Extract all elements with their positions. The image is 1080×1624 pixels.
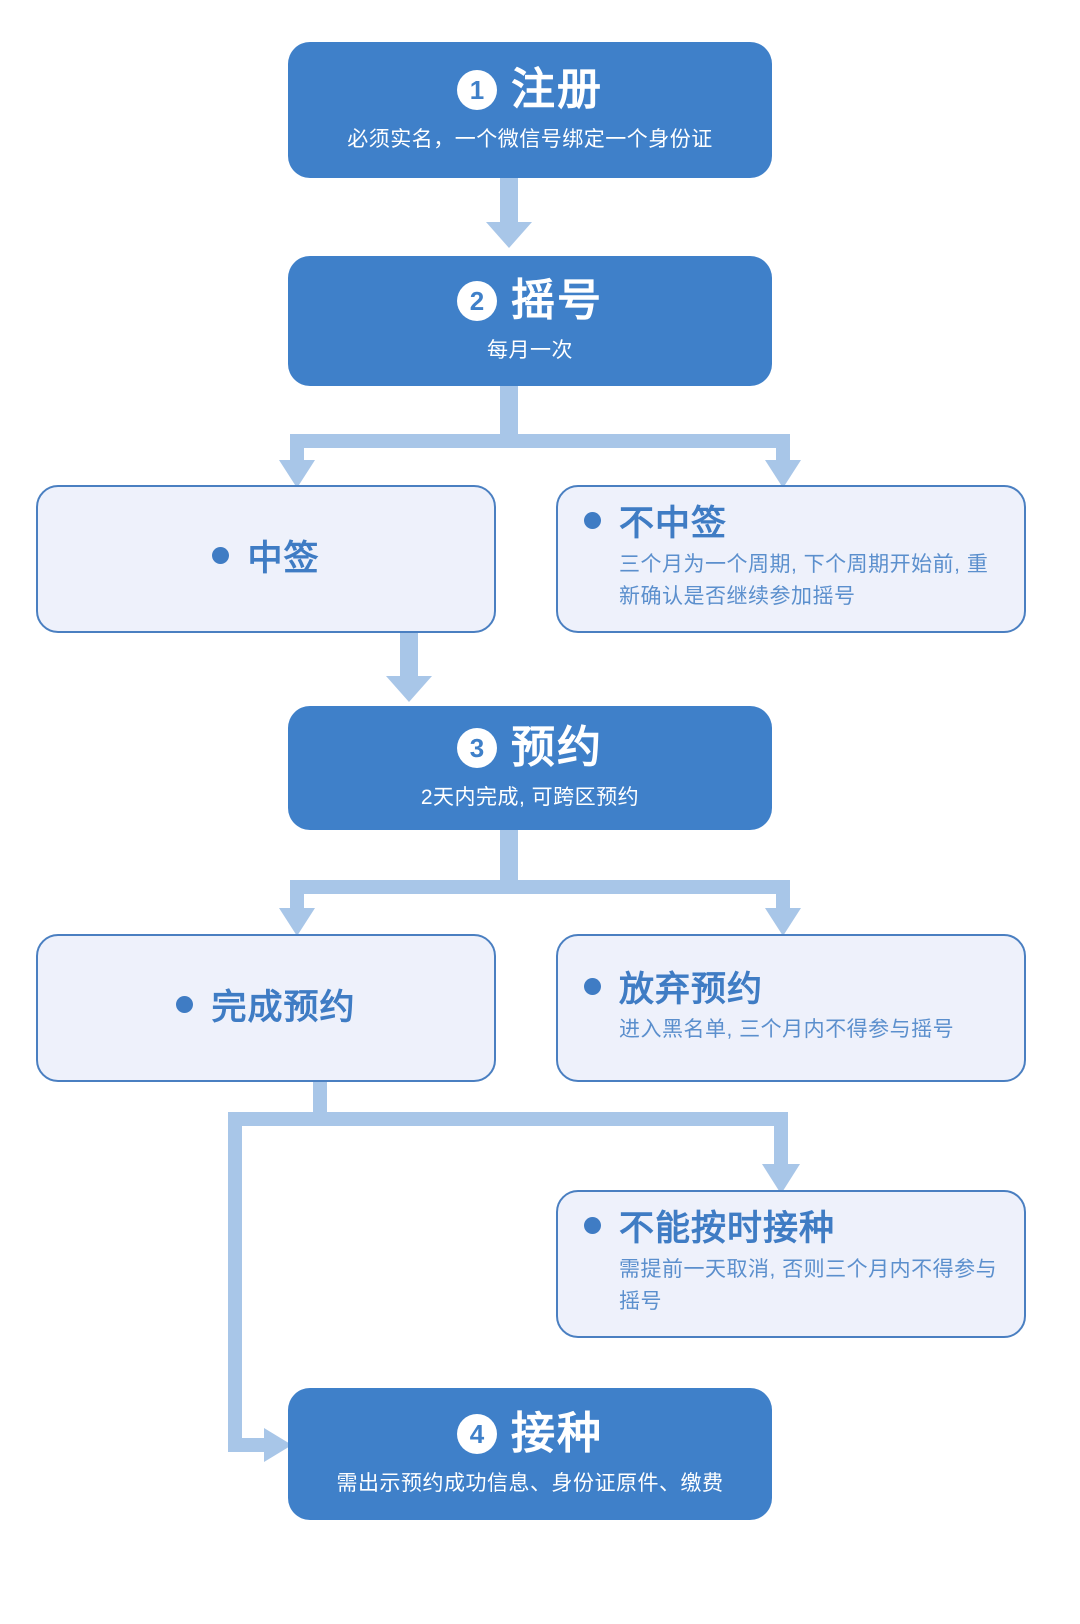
step-lottery-title-row: 2 摇号 bbox=[457, 275, 603, 325]
outcome-not-won-head: 不中签 bbox=[584, 504, 998, 544]
step-register-title-row: 1 注册 bbox=[457, 64, 603, 114]
outcome-won-title: 中签 bbox=[247, 538, 320, 578]
outcome-missed-head: 不能按时接种 bbox=[584, 1209, 998, 1249]
arrow-appointment-branch bbox=[279, 830, 801, 936]
step-number-badge-2: 2 bbox=[457, 280, 497, 321]
step-vaccination-title-row: 4 接种 bbox=[457, 1408, 603, 1458]
outcome-not-won-desc: 三个月为一个周期, 下个周期开始前, 重新确认是否继续参加摇号 bbox=[619, 552, 989, 609]
outcome-completed-head: 完成预约 bbox=[176, 988, 355, 1028]
step-number-badge-3: 3 bbox=[457, 727, 497, 768]
outcome-box-not-won[interactable]: 不中签 三个月为一个周期, 下个周期开始前, 重新确认是否继续参加摇号 bbox=[556, 485, 1026, 633]
arrow-won-to-appointment bbox=[386, 632, 432, 702]
step-vaccination-title: 接种 bbox=[511, 1408, 603, 1458]
outcome-missed-title: 不能按时接种 bbox=[619, 1209, 836, 1249]
bullet-icon bbox=[176, 995, 194, 1013]
step-appointment-desc: 2天内完成, 可跨区预约 bbox=[420, 786, 640, 810]
arrow-lottery-branch bbox=[279, 385, 801, 488]
step-box-appointment[interactable]: 3 预约 2天内完成, 可跨区预约 bbox=[288, 706, 772, 830]
step-box-lottery[interactable]: 2 摇号 每月一次 bbox=[288, 256, 772, 386]
step-number-badge-4: 4 bbox=[457, 1413, 497, 1454]
bullet-icon bbox=[584, 977, 601, 995]
outcome-not-won-title: 不中签 bbox=[619, 504, 728, 544]
step-box-vaccination[interactable]: 4 接种 需出示预约成功信息、身份证原件、缴费 bbox=[288, 1388, 772, 1520]
outcome-box-abandoned[interactable]: 放弃预约 进入黑名单, 三个月内不得参与摇号 bbox=[556, 934, 1026, 1082]
outcome-completed-title: 完成预约 bbox=[211, 987, 356, 1027]
outcome-abandoned-desc: 进入黑名单, 三个月内不得参与摇号 bbox=[619, 1017, 955, 1041]
outcome-box-completed[interactable]: 完成预约 bbox=[36, 934, 496, 1082]
bullet-icon bbox=[212, 546, 230, 564]
step-register-desc: 必须实名，一个微信号绑定一个身份证 bbox=[347, 128, 713, 152]
outcome-missed-desc: 需提前一天取消, 否则三个月内不得参与摇号 bbox=[619, 1257, 998, 1314]
bullet-icon bbox=[584, 512, 601, 530]
bullet-icon bbox=[584, 1217, 601, 1235]
step-register-title: 注册 bbox=[511, 64, 603, 114]
step-appointment-title-row: 3 预约 bbox=[457, 722, 603, 772]
step-appointment-title: 预约 bbox=[511, 722, 603, 772]
outcome-box-won[interactable]: 中签 bbox=[36, 485, 496, 633]
step-lottery-desc: 每月一次 bbox=[487, 339, 573, 363]
outcome-box-missed[interactable]: 不能按时接种 需提前一天取消, 否则三个月内不得参与摇号 bbox=[556, 1190, 1026, 1338]
step-number-badge-1: 1 bbox=[457, 69, 497, 110]
step-box-register[interactable]: 1 注册 必须实名，一个微信号绑定一个身份证 bbox=[288, 42, 772, 178]
outcome-abandoned-head: 放弃预约 bbox=[584, 970, 998, 1010]
step-lottery-title: 摇号 bbox=[511, 275, 603, 325]
step-vaccination-desc: 需出示预约成功信息、身份证原件、缴费 bbox=[336, 1472, 724, 1496]
outcome-won-head: 中签 bbox=[212, 539, 319, 579]
arrow-register-to-lottery bbox=[486, 178, 532, 248]
outcome-abandoned-title: 放弃预约 bbox=[619, 969, 764, 1009]
